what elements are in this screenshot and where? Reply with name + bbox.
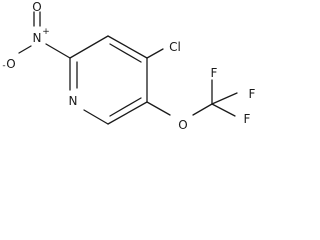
atom-nitro-oxygen-double: O — [32, 0, 41, 14]
charge-nitro-oxygen: - — [2, 61, 5, 71]
pyridine-ring — [69, 35, 148, 125]
charge-nitro-nitrogen: + — [42, 27, 50, 37]
bond-nitro-n-o-single — [18, 45, 32, 54]
atom-nitro-oxygen-single: O — [6, 57, 15, 71]
bond-c5-c6 — [107, 101, 148, 125]
bond-c2-c3 — [69, 35, 109, 59]
bond-c-f-bottom — [211, 103, 236, 117]
atom-fluorine-2: F — [249, 87, 256, 101]
atom-fluorine-3: F — [244, 112, 251, 126]
bond-c-f-right — [211, 92, 238, 105]
bond-c3-c4-inner — [109, 43, 142, 63]
bond-c5-o — [146, 101, 171, 116]
bond-o-cf3 — [192, 103, 213, 116]
atom-chlorine: Cl — [169, 40, 181, 54]
atom-ether-oxygen: O — [178, 118, 187, 132]
atom-fluorine-1: F — [211, 66, 218, 80]
bond-c4-cl — [146, 48, 164, 59]
bond-c2-nitro-n — [45, 43, 71, 59]
bond-c3-c4 — [107, 35, 148, 59]
bond-c6-n1 — [83, 109, 109, 125]
bond-c5-c6-inner — [109, 97, 142, 117]
atom-ring-nitrogen: N — [69, 94, 78, 108]
atom-nitro-nitrogen: N — [33, 31, 42, 45]
chemical-structure: N N + O O - Cl O F F F — [2, 0, 256, 132]
